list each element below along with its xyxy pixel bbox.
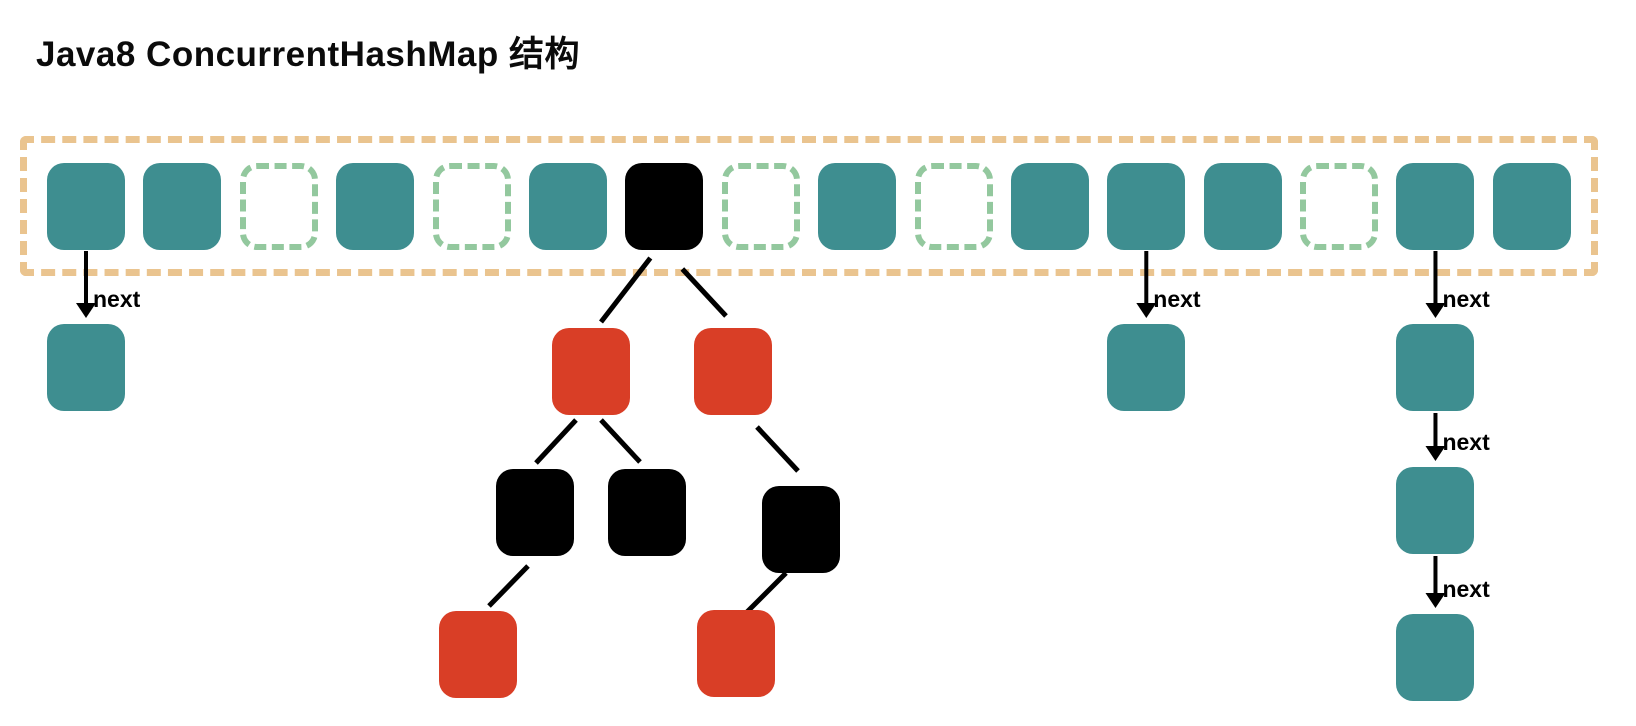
chain-0-node-0	[47, 324, 125, 411]
tree-node-red3-red	[439, 611, 517, 698]
bucket-cell-6-tree-root	[625, 162, 704, 250]
bucket-cell-12-node	[1203, 162, 1282, 250]
bucket-cell-11-node	[1107, 162, 1186, 250]
tree-node-red1-red	[552, 328, 630, 415]
next-arrowhead-icon	[1136, 303, 1157, 318]
bucket-cell-3-node	[336, 162, 415, 250]
bucket-array	[20, 136, 1598, 276]
bucket-cell-2-empty	[239, 162, 318, 250]
bucket-cell-7-empty	[721, 162, 800, 250]
bucket-cell-14-node	[1396, 162, 1475, 250]
chain-1-node-0	[1107, 324, 1186, 411]
tree-node-red2-red	[694, 328, 772, 415]
tree-edge-red1-black2	[599, 418, 642, 464]
next-arrowhead-icon	[1425, 446, 1446, 461]
bucket-cell-4-empty	[432, 162, 511, 250]
tree-node-black3-black	[762, 486, 840, 573]
tree-edge-red1-black1	[534, 418, 578, 465]
chain-2-node-0	[1396, 324, 1475, 411]
next-arrowhead-icon	[1425, 303, 1446, 318]
next-label: next	[93, 286, 141, 312]
chain-2-node-2	[1396, 614, 1475, 701]
bucket-cell-5-node	[528, 162, 607, 250]
bucket-cell-1-node	[143, 162, 222, 250]
tree-edge-red2-black3	[755, 425, 800, 473]
bucket-cell-10-node	[1010, 162, 1089, 250]
tree-node-black2-black	[608, 469, 686, 556]
bucket-cell-15-node	[1492, 162, 1571, 250]
tree-node-red4-red	[697, 610, 775, 697]
next-label: next	[1153, 286, 1201, 312]
bucket-cell-9-empty	[914, 162, 993, 250]
tree-edge-black1-red3	[487, 564, 530, 608]
bucket-cell-13-empty	[1300, 162, 1379, 250]
bucket-cell-0-node	[47, 162, 125, 250]
chain-2-node-1	[1396, 467, 1475, 554]
next-label: next	[1442, 429, 1490, 455]
bucket-cell-8-node	[818, 162, 897, 250]
next-label: next	[1442, 286, 1490, 312]
next-arrowhead-icon	[76, 303, 96, 318]
next-label: next	[1442, 576, 1490, 602]
tree-node-black1-black	[496, 469, 574, 556]
next-arrowhead-icon	[1425, 593, 1446, 608]
page-title: Java8 ConcurrentHashMap 结构	[36, 35, 580, 74]
tree-edge-black3-red4	[744, 571, 788, 615]
tree-edge-root-red2	[680, 267, 728, 318]
